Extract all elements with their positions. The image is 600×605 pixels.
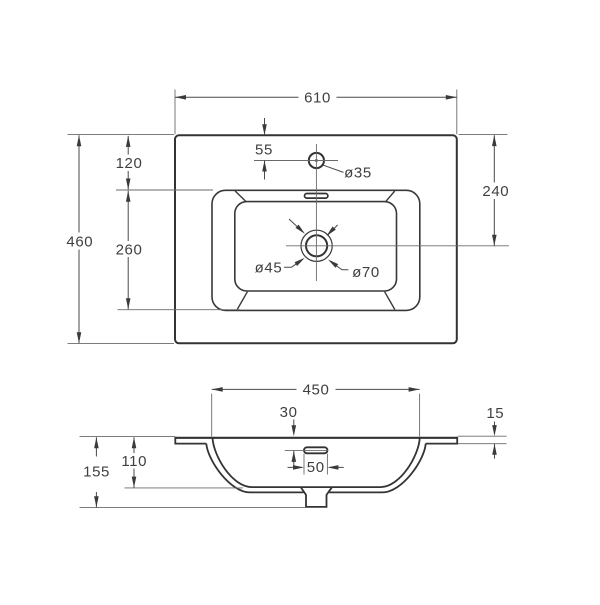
svg-text:155: 155 [83, 463, 110, 480]
svg-text:ø70: ø70 [352, 264, 380, 281]
svg-text:240: 240 [482, 183, 509, 200]
svg-text:55: 55 [255, 141, 273, 158]
svg-text:110: 110 [121, 453, 147, 470]
svg-text:120: 120 [116, 155, 143, 172]
svg-text:30: 30 [280, 404, 298, 421]
svg-text:50: 50 [307, 459, 325, 476]
svg-text:450: 450 [303, 381, 330, 398]
svg-text:260: 260 [116, 241, 143, 258]
svg-text:610: 610 [304, 90, 331, 107]
svg-text:460: 460 [66, 233, 93, 250]
svg-text:15: 15 [486, 405, 504, 422]
svg-text:ø45: ø45 [255, 259, 283, 276]
svg-text:ø35: ø35 [344, 164, 372, 181]
